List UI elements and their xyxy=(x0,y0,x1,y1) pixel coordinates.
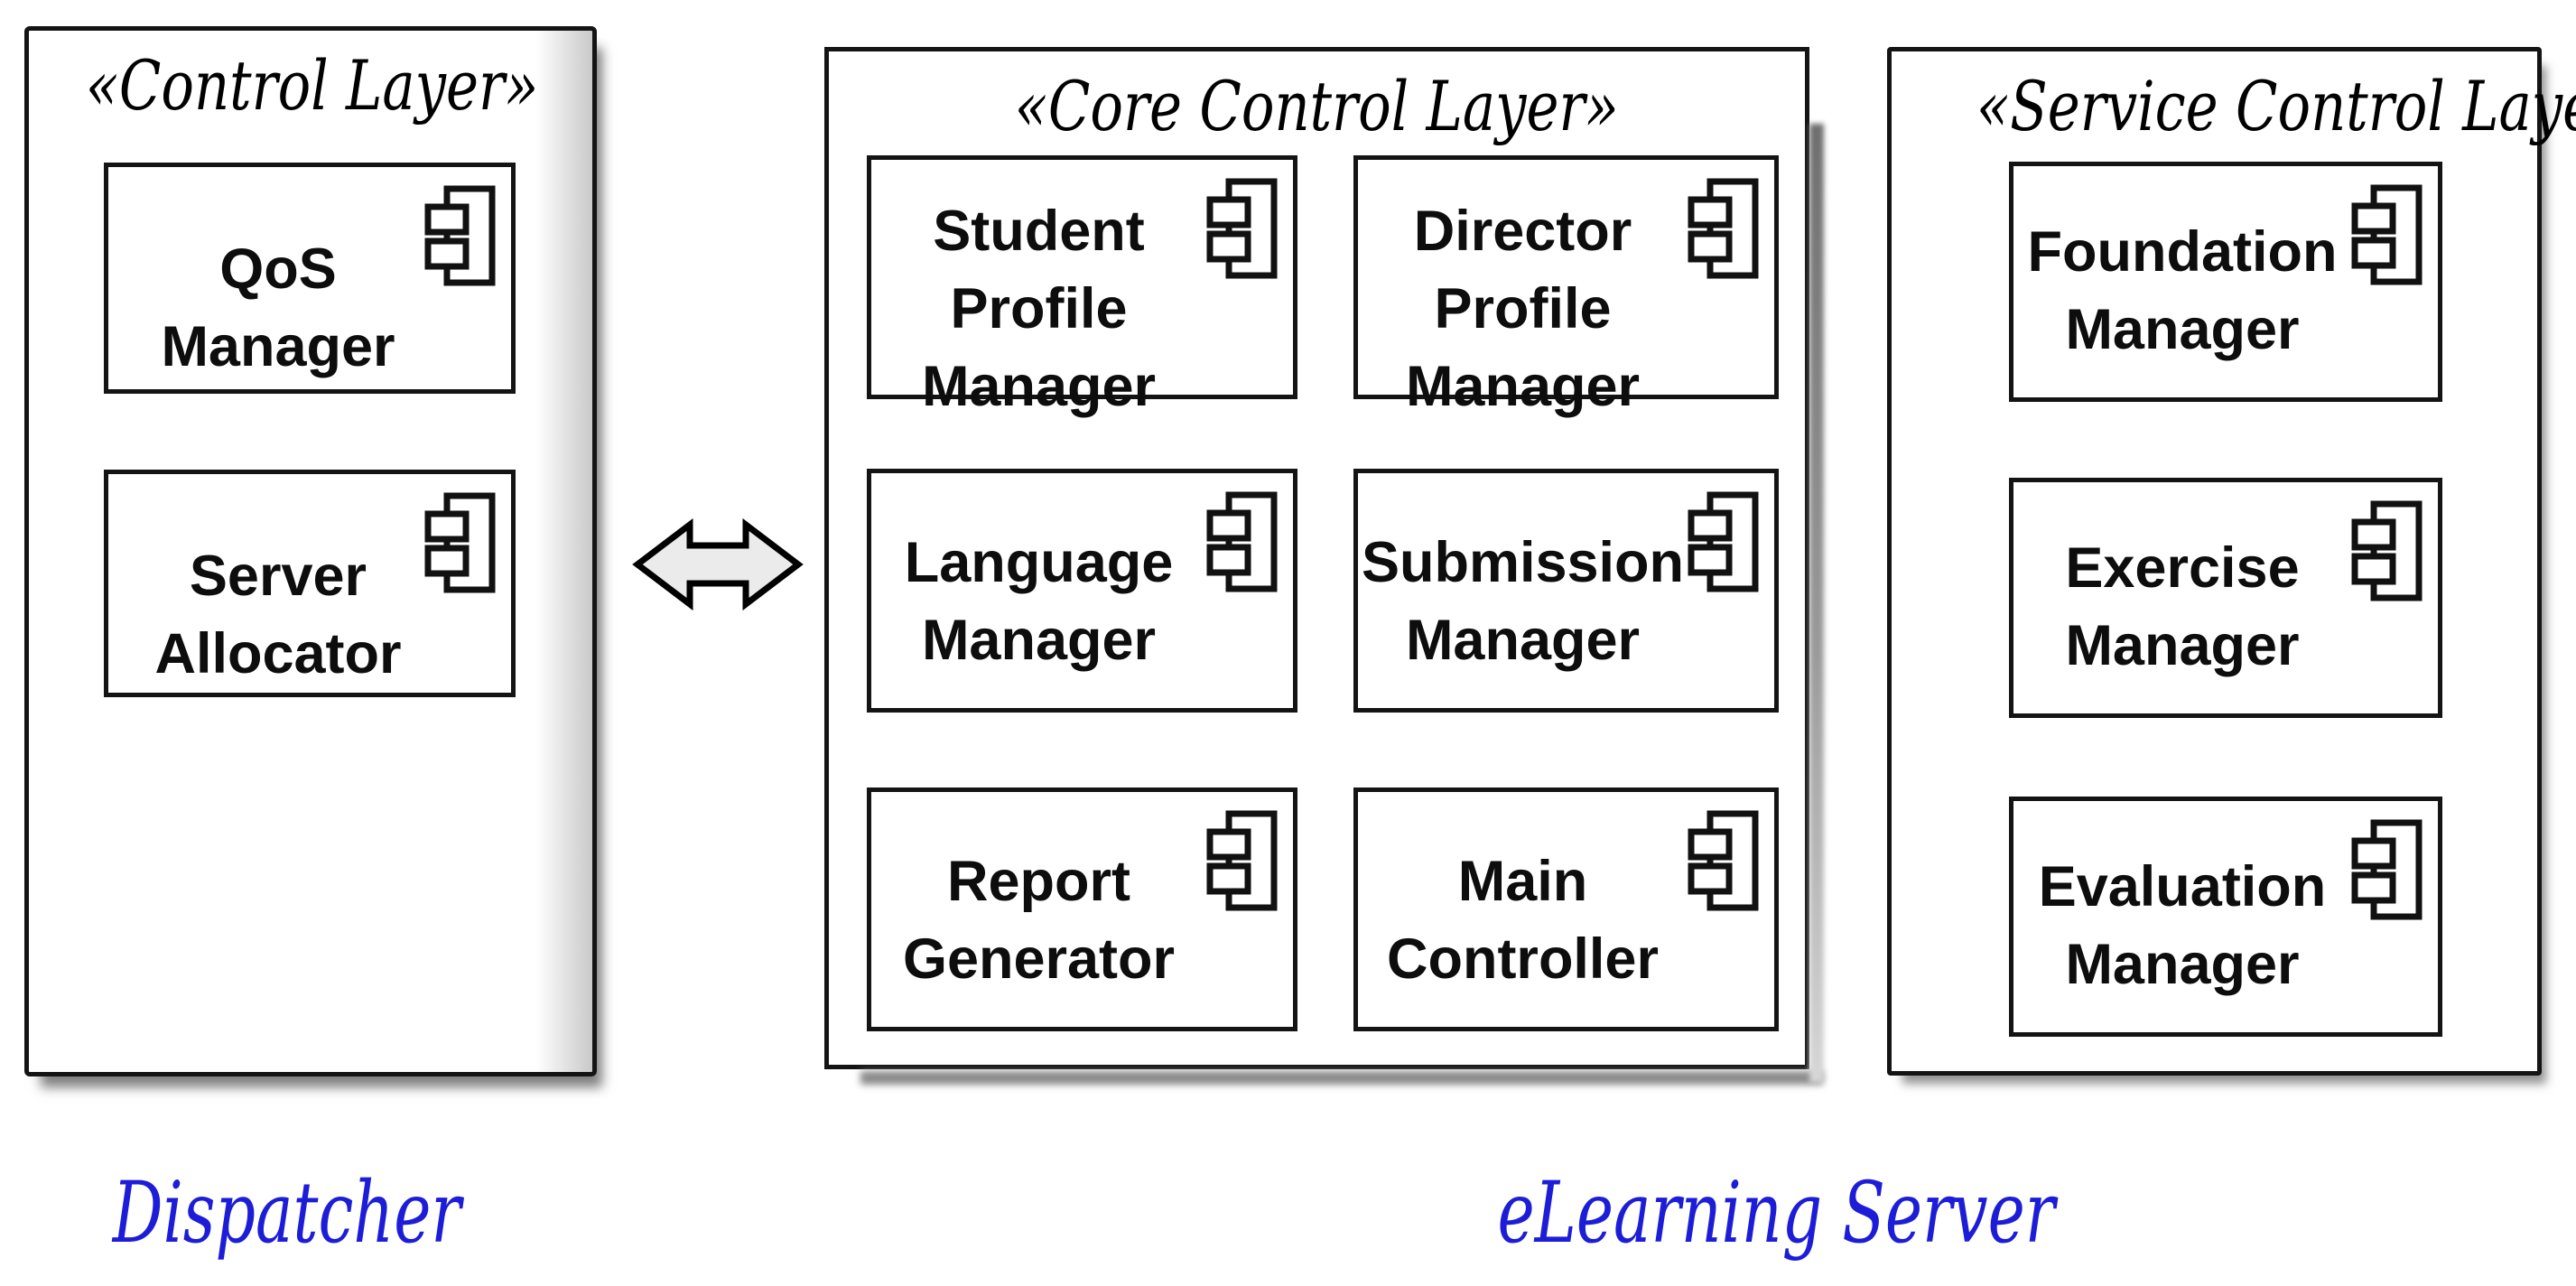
component-label: Foundation Manager xyxy=(2027,220,2338,361)
uml-component-icon xyxy=(1688,491,1759,592)
uml-component-icon xyxy=(1206,810,1278,911)
stereotype-label: «Control Layer» xyxy=(85,45,539,126)
caption-dispatcher: Dispatcher xyxy=(112,1164,461,1263)
panel-control-layer-header: «Control Layer» xyxy=(29,36,592,140)
component-qos-manager: QoS Manager xyxy=(104,163,516,394)
component-server-allocator: Server Allocator xyxy=(104,470,516,697)
component-label: Server Allocator xyxy=(154,545,402,685)
component-evaluation-manager: Evaluation Manager xyxy=(2009,797,2442,1037)
bidirectional-arrow-icon xyxy=(632,518,804,610)
component-label: Exercise Manager xyxy=(2065,536,2300,677)
panel-core-control-layer-header: «Core Control Layer» xyxy=(829,57,1805,161)
component-label: Main Controller xyxy=(1386,850,1659,991)
component-label: Submission Manager xyxy=(1361,531,1685,672)
component-label: QoS Manager xyxy=(161,238,395,378)
uml-component-icon xyxy=(1206,178,1278,279)
caption-elearning-server: eLearning Server xyxy=(1497,1164,2056,1263)
panel-core-control-layer: «Core Control Layer» Student Profile Man… xyxy=(824,47,1809,1069)
component-label: Evaluation Manager xyxy=(2038,855,2327,996)
panel-service-control-layer: «Service Control Layer» Foundation Manag… xyxy=(1887,47,2576,1076)
stereotype-label: «Core Control Layer» xyxy=(1014,66,1620,146)
uml-component-icon xyxy=(2351,819,2423,920)
uml-component-icon xyxy=(2351,184,2423,285)
component-label: Report Generator xyxy=(902,850,1176,991)
uml-component-icon xyxy=(1688,178,1759,279)
component-foundation-manager: Foundation Manager xyxy=(2009,162,2442,402)
uml-component-icon xyxy=(2351,500,2423,601)
component-submission-manager: Submission Manager xyxy=(1353,469,1779,713)
uml-component-icon xyxy=(424,185,496,286)
component-label: Language Manager xyxy=(904,531,1174,672)
component-student-profile-manager: Student Profile Manager xyxy=(867,155,1297,418)
component-report-generator: Report Generator xyxy=(867,787,1297,1031)
component-exercise-manager: Exercise Manager xyxy=(2009,478,2442,718)
component-label: Student Profile Manager xyxy=(921,200,1157,418)
uml-component-icon xyxy=(1688,810,1759,911)
uml-component-icon xyxy=(424,492,496,593)
component-main-controller: Main Controller xyxy=(1353,787,1779,1031)
component-label: Director Profile Manager xyxy=(1405,200,1641,418)
panel-service-control-layer-header: «Service Control Layer» xyxy=(1892,57,2576,161)
uml-component-icon xyxy=(1206,491,1278,592)
component-director-profile-manager: Director Profile Manager xyxy=(1353,155,1779,418)
component-language-manager: Language Manager xyxy=(867,469,1297,713)
stereotype-label: «Service Control Layer» xyxy=(1976,66,2576,146)
panel-control-layer: «Control Layer» QoS Manager Server Alloc… xyxy=(24,26,597,1076)
